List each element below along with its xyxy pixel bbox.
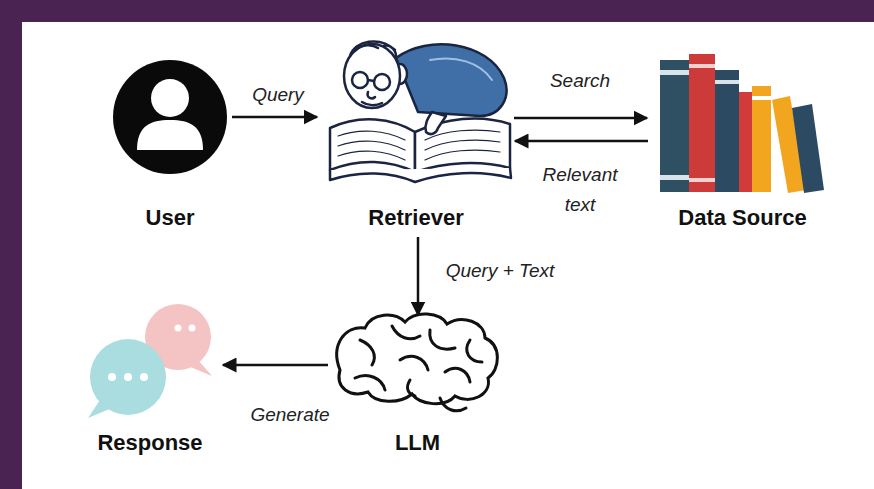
arrow-connector <box>514 117 647 120</box>
node-label: LLM <box>395 430 440 460</box>
edge-label: Relevant text <box>523 160 637 220</box>
arrow-connector <box>232 116 317 119</box>
icon-node: LLM <box>330 318 505 460</box>
arrow-connector <box>223 364 328 367</box>
edge-label: Search <box>548 66 612 96</box>
arrow-connector <box>417 237 420 315</box>
node-label: Retriever <box>368 205 463 235</box>
node-label: Response <box>97 430 202 460</box>
icon-node: Response <box>80 305 220 460</box>
arrow-connector <box>515 140 648 143</box>
retriever-illustration <box>330 41 511 182</box>
icon-node: Data Source <box>650 50 835 235</box>
node-label: Data Source <box>678 205 806 235</box>
user-icon <box>113 60 227 174</box>
edge-label: Query <box>250 80 306 110</box>
icon-node: Retriever <box>320 45 512 235</box>
chat-bubbles-icon <box>88 304 212 418</box>
icon-node: User <box>110 55 230 235</box>
books-illustration <box>660 54 824 193</box>
edge-label: Generate <box>248 400 331 430</box>
edge-label: Query + Text <box>444 256 557 286</box>
node-label: User <box>146 205 195 235</box>
brain-illustration <box>337 314 498 411</box>
